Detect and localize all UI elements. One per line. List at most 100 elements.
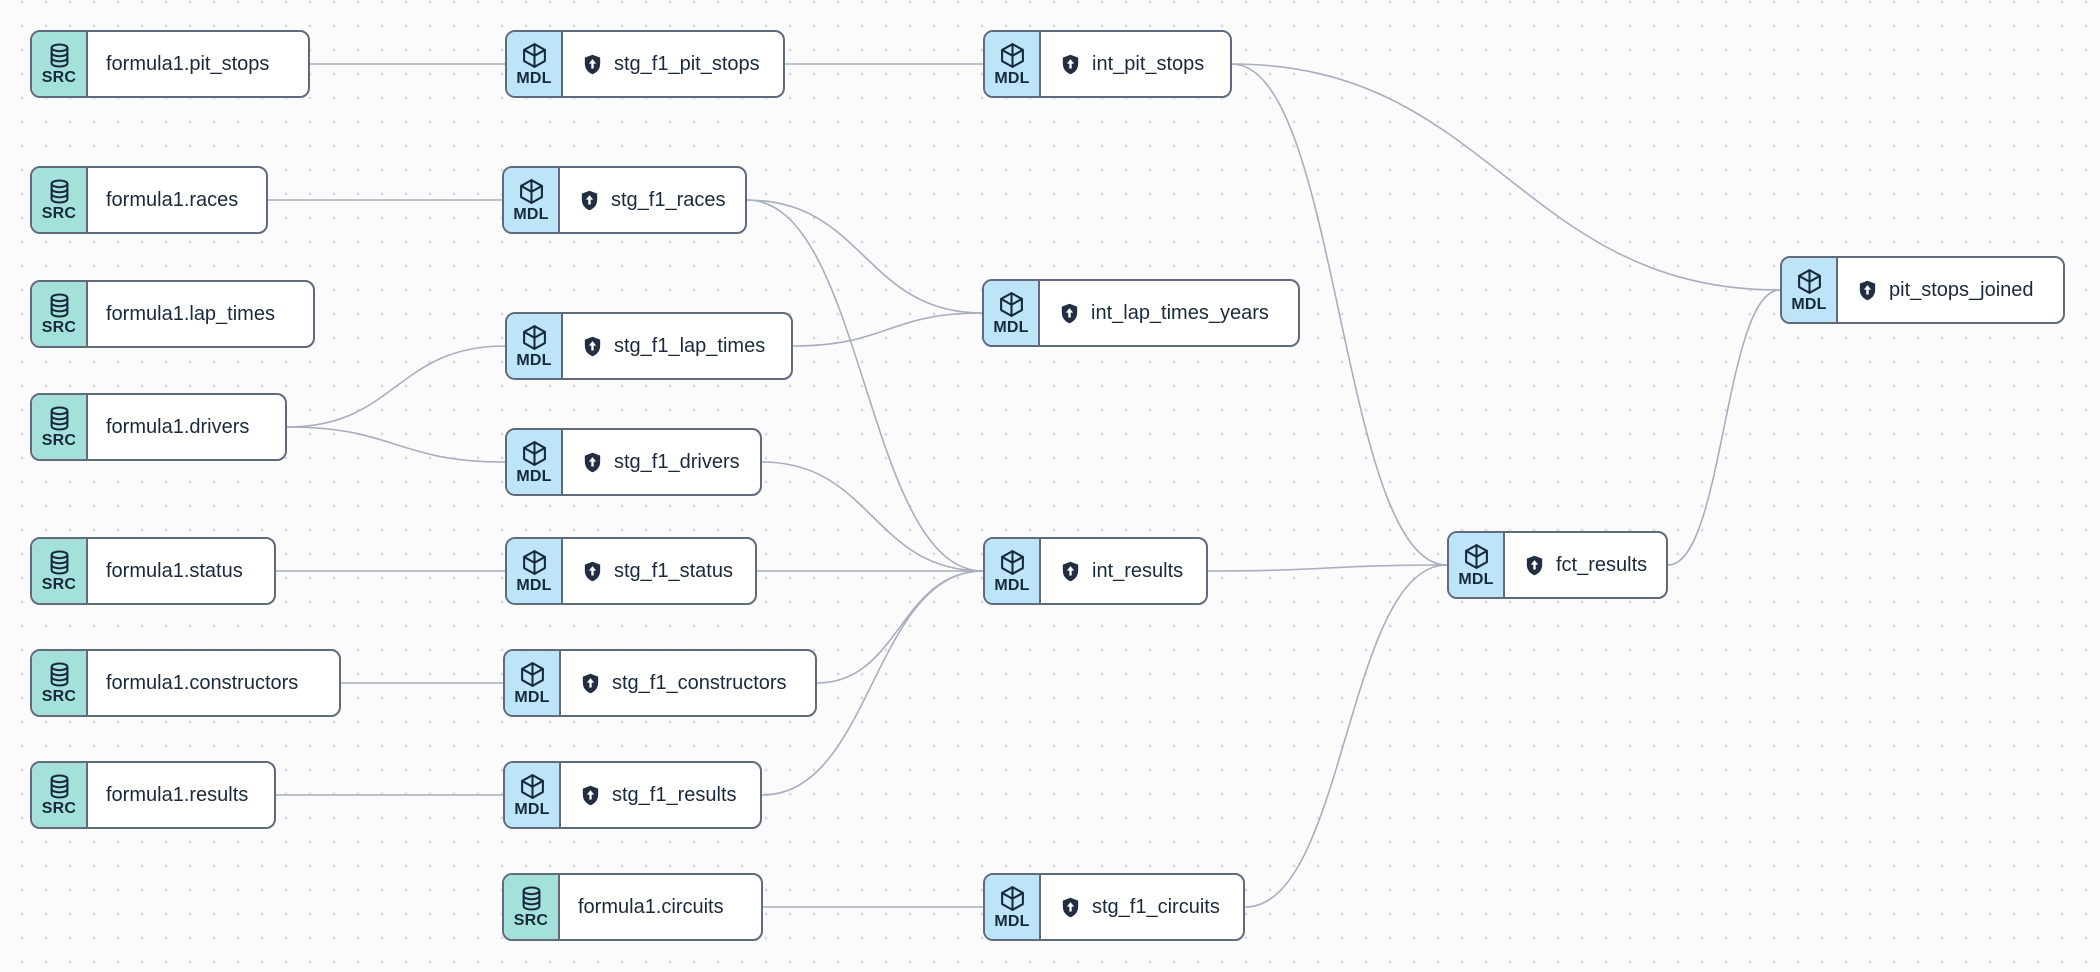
node-body: stg_f1_status — [563, 539, 755, 603]
node-label: formula1.races — [106, 188, 239, 211]
source-badge: SRC — [32, 32, 88, 96]
lineage-node-stg_f1_drivers[interactable]: MDL stg_f1_drivers — [505, 428, 762, 496]
model-badge: MDL — [985, 32, 1041, 96]
node-label: stg_f1_status — [614, 559, 733, 582]
database-icon — [46, 661, 73, 688]
lineage-node-pit_stops_joined[interactable]: MDL pit_stops_joined — [1780, 256, 2065, 324]
node-label: formula1.status — [106, 559, 243, 582]
badge-label: MDL — [516, 352, 552, 369]
node-label: stg_f1_results — [612, 783, 737, 806]
edge-stg_races-to-int_results — [746, 199, 984, 572]
model-badge: MDL — [505, 651, 561, 715]
lineage-node-stg_f1_results[interactable]: MDL stg_f1_results — [503, 761, 762, 829]
lineage-node-stg_f1_constructors[interactable]: MDL stg_f1_constructors — [503, 649, 817, 717]
source-badge: SRC — [32, 539, 88, 603]
node-body: formula1.lap_times — [88, 282, 313, 346]
node-label: formula1.drivers — [106, 415, 250, 438]
node-body: formula1.results — [88, 763, 274, 827]
cube-icon — [997, 290, 1026, 319]
badge-label: SRC — [41, 800, 77, 817]
edge-src_drivers-to-stg_lap_times — [286, 345, 506, 428]
source-badge: SRC — [504, 875, 560, 939]
node-label: pit_stops_joined — [1889, 278, 2034, 301]
cube-icon — [998, 41, 1027, 70]
badge-label: SRC — [41, 576, 77, 593]
badge-label: SRC — [41, 69, 77, 86]
node-body: formula1.constructors — [88, 651, 339, 715]
badge-label: MDL — [1791, 296, 1827, 313]
node-label: int_pit_stops — [1092, 52, 1205, 75]
lineage-node-formula1.pit_stops[interactable]: SRC formula1.pit_stops — [30, 30, 310, 98]
badge-label: MDL — [514, 689, 550, 706]
node-body: stg_f1_drivers — [563, 430, 760, 494]
node-label: stg_f1_pit_stops — [614, 52, 760, 75]
model-badge: MDL — [507, 314, 563, 378]
lineage-node-formula1.status[interactable]: SRC formula1.status — [30, 537, 276, 605]
lineage-node-formula1.races[interactable]: SRC formula1.races — [30, 166, 268, 234]
model-badge: MDL — [505, 763, 561, 827]
node-body: fct_results — [1505, 533, 1666, 597]
edge-stg_races-to-int_lap_times_years — [746, 199, 983, 314]
shield-up-arrow-icon — [1059, 560, 1082, 583]
badge-label: MDL — [994, 913, 1030, 930]
node-label: int_lap_times_years — [1091, 301, 1269, 324]
node-body: stg_f1_races — [560, 168, 745, 232]
node-label: stg_f1_constructors — [612, 671, 787, 694]
lineage-node-stg_f1_circuits[interactable]: MDL stg_f1_circuits — [983, 873, 1245, 941]
lineage-node-int_pit_stops[interactable]: MDL int_pit_stops — [983, 30, 1232, 98]
edge-stg_circuits-to-fct_results — [1244, 564, 1448, 908]
badge-label: SRC — [41, 688, 77, 705]
cube-icon — [998, 548, 1027, 577]
cube-icon — [520, 41, 549, 70]
model-badge: MDL — [984, 281, 1040, 345]
database-icon — [46, 549, 73, 576]
badge-label: SRC — [41, 432, 77, 449]
lineage-node-stg_f1_pit_stops[interactable]: MDL stg_f1_pit_stops — [505, 30, 785, 98]
cube-icon — [1462, 542, 1491, 571]
model-badge: MDL — [1782, 258, 1838, 322]
node-label: fct_results — [1556, 553, 1648, 576]
node-body: formula1.pit_stops — [88, 32, 308, 96]
badge-label: MDL — [993, 319, 1029, 336]
source-badge: SRC — [32, 168, 88, 232]
node-body: pit_stops_joined — [1838, 258, 2063, 322]
badge-label: SRC — [41, 205, 77, 222]
source-badge: SRC — [32, 763, 88, 827]
database-icon — [46, 292, 73, 319]
database-icon — [518, 885, 545, 912]
lineage-node-fct_results[interactable]: MDL fct_results — [1447, 531, 1668, 599]
shield-up-arrow-icon — [581, 560, 604, 583]
edge-stg_constructors-to-int_results — [816, 570, 984, 684]
node-label: stg_f1_drivers — [614, 450, 740, 473]
badge-label: MDL — [994, 577, 1030, 594]
lineage-node-formula1.lap_times[interactable]: SRC formula1.lap_times — [30, 280, 315, 348]
lineage-node-formula1.results[interactable]: SRC formula1.results — [30, 761, 276, 829]
node-body: stg_f1_circuits — [1041, 875, 1243, 939]
database-icon — [46, 178, 73, 205]
model-badge: MDL — [507, 32, 563, 96]
lineage-node-formula1.drivers[interactable]: SRC formula1.drivers — [30, 393, 287, 461]
badge-label: MDL — [516, 70, 552, 87]
edge-int_pit_stops-to-pit_stops_joined — [1231, 63, 1781, 291]
node-body: stg_f1_constructors — [561, 651, 815, 715]
cube-icon — [518, 660, 547, 689]
model-badge: MDL — [507, 430, 563, 494]
cube-icon — [520, 323, 549, 352]
node-body: stg_f1_pit_stops — [563, 32, 783, 96]
badge-label: SRC — [41, 319, 77, 336]
badge-label: MDL — [1458, 571, 1494, 588]
lineage-node-formula1.constructors[interactable]: SRC formula1.constructors — [30, 649, 341, 717]
node-body: int_pit_stops — [1041, 32, 1230, 96]
cube-icon — [520, 439, 549, 468]
database-icon — [46, 42, 73, 69]
lineage-node-int_lap_times_years[interactable]: MDL int_lap_times_years — [982, 279, 1300, 347]
source-badge: SRC — [32, 395, 88, 459]
model-badge: MDL — [985, 875, 1041, 939]
